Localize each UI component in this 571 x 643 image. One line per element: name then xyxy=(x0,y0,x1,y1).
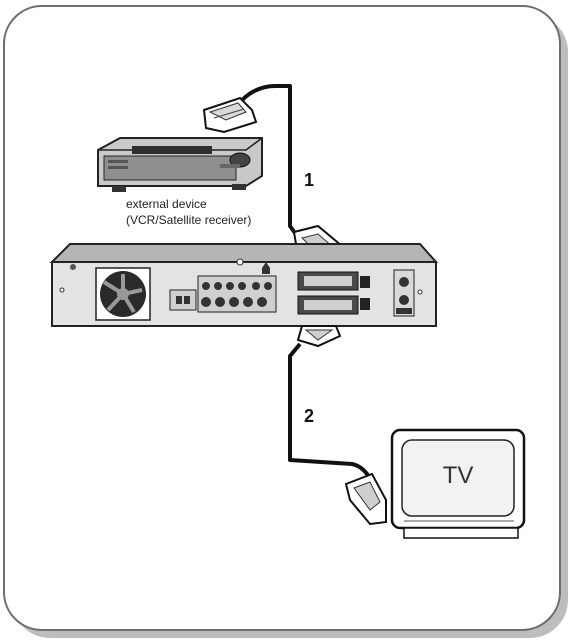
av-jacks xyxy=(169,262,277,313)
tv-set xyxy=(390,428,526,539)
external-device-label-line2: (VCR/Satellite receiver) xyxy=(126,213,252,227)
scart-sockets xyxy=(297,271,370,315)
tv-label: TV xyxy=(442,462,474,489)
external-device-label: external device (VCR/Satellite receiver) xyxy=(126,196,251,228)
cooling-fan xyxy=(95,267,151,321)
recorder-rear-panel xyxy=(49,243,439,327)
cable-1-label: 1 xyxy=(304,170,315,190)
external-device-label-line1: external device xyxy=(126,197,207,211)
vcr-device xyxy=(97,137,263,192)
scart-plug-tv xyxy=(344,472,387,526)
scart-plug-top xyxy=(202,96,258,134)
scart-plug-recorder-bottom xyxy=(296,325,342,348)
antenna-terminals xyxy=(393,269,415,317)
cable-2-label: 2 xyxy=(304,406,315,426)
